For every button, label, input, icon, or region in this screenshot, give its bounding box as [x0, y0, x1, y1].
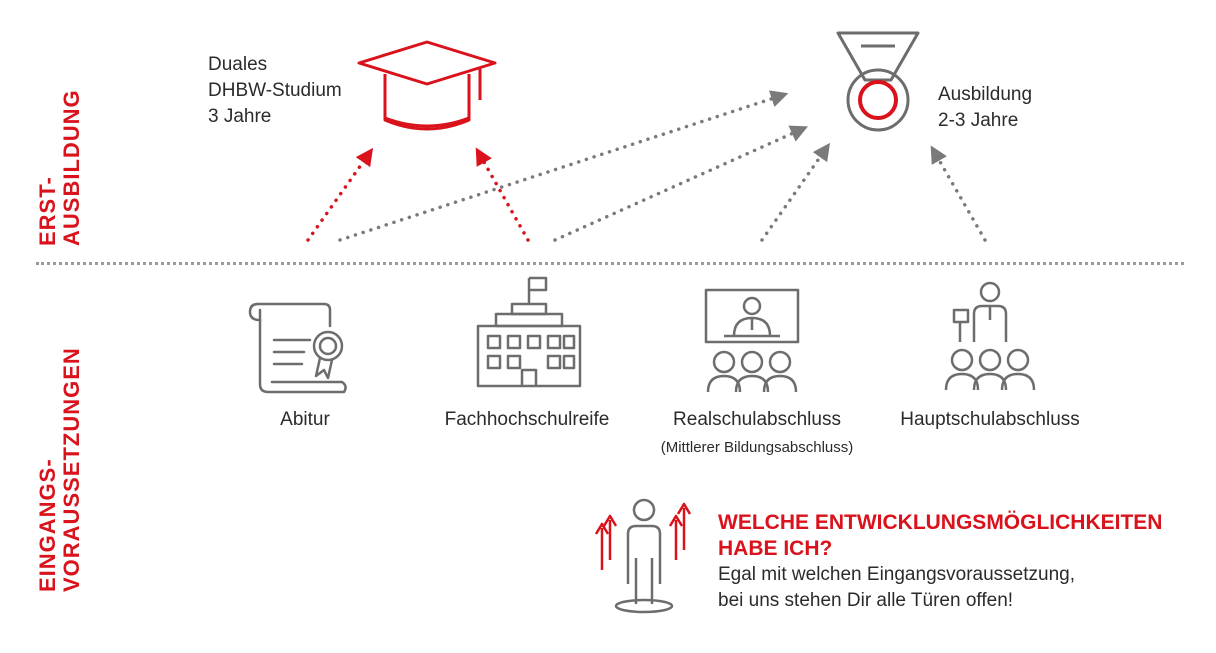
section-divider [36, 262, 1184, 265]
study-line: Duales [208, 54, 268, 75]
arrow-realschulabschluss-apprenticeship [760, 142, 831, 242]
prerequisite-label-abitur: Abitur [205, 407, 405, 433]
person-growth-icon [594, 498, 692, 614]
callout-body: Egal mit welchen Eingangsvoraussetzung, [718, 564, 1075, 585]
arrow-hauptschulabschluss-apprenticeship [930, 145, 987, 242]
callout-headline: HABE ICH? [718, 537, 833, 560]
callout-headline: WELCHE ENTWICKLUNGSMÖGLICHKEITEN [718, 511, 1163, 534]
instructor-icon [944, 281, 1036, 391]
prerequisite-label: Abitur [280, 409, 330, 430]
arrow-fachhochschulreife-study [475, 147, 530, 242]
prerequisite-label-realschulabschluss: Realschulabschluss (Mittlerer Bildungsab… [642, 407, 872, 461]
apprenticeship-outcome-text: Ausbildung 2-3 Jahre [938, 82, 1032, 134]
apprenticeship-line: Ausbildung [938, 84, 1033, 105]
prerequisite-label-hauptschulabschluss: Hauptschulabschluss [880, 407, 1100, 433]
prerequisite-label: Realschulabschluss [673, 409, 841, 430]
callout-text: WELCHE ENTWICKLUNGSMÖGLICHKEITEN HABE IC… [718, 510, 1162, 614]
certificate-icon [248, 302, 347, 394]
callout-body: bei uns stehen Dir alle Türen offen! [718, 590, 1014, 611]
prerequisite-sublabel: (Mittlerer Bildungsabschluss) [660, 439, 854, 456]
graduation-cap-icon [357, 40, 497, 131]
prerequisite-label: Fachhochschulreife [444, 409, 610, 430]
arrow-abitur-study [306, 147, 374, 242]
prerequisite-label: Hauptschulabschluss [900, 409, 1080, 430]
apprenticeship-line: 2-3 Jahre [938, 110, 1019, 131]
study-line: 3 Jahre [208, 106, 272, 127]
prerequisite-label-fachhochschulreife: Fachhochschulreife [417, 407, 637, 433]
arrow-fachhochschulreife-apprenticeship [553, 125, 808, 242]
medal-icon [836, 31, 920, 132]
classroom-icon [704, 288, 800, 393]
study-line: DHBW-Studium [208, 80, 342, 101]
study-outcome-text: Duales DHBW-Studium 3 Jahre [208, 52, 342, 130]
school-building-icon [476, 276, 582, 388]
